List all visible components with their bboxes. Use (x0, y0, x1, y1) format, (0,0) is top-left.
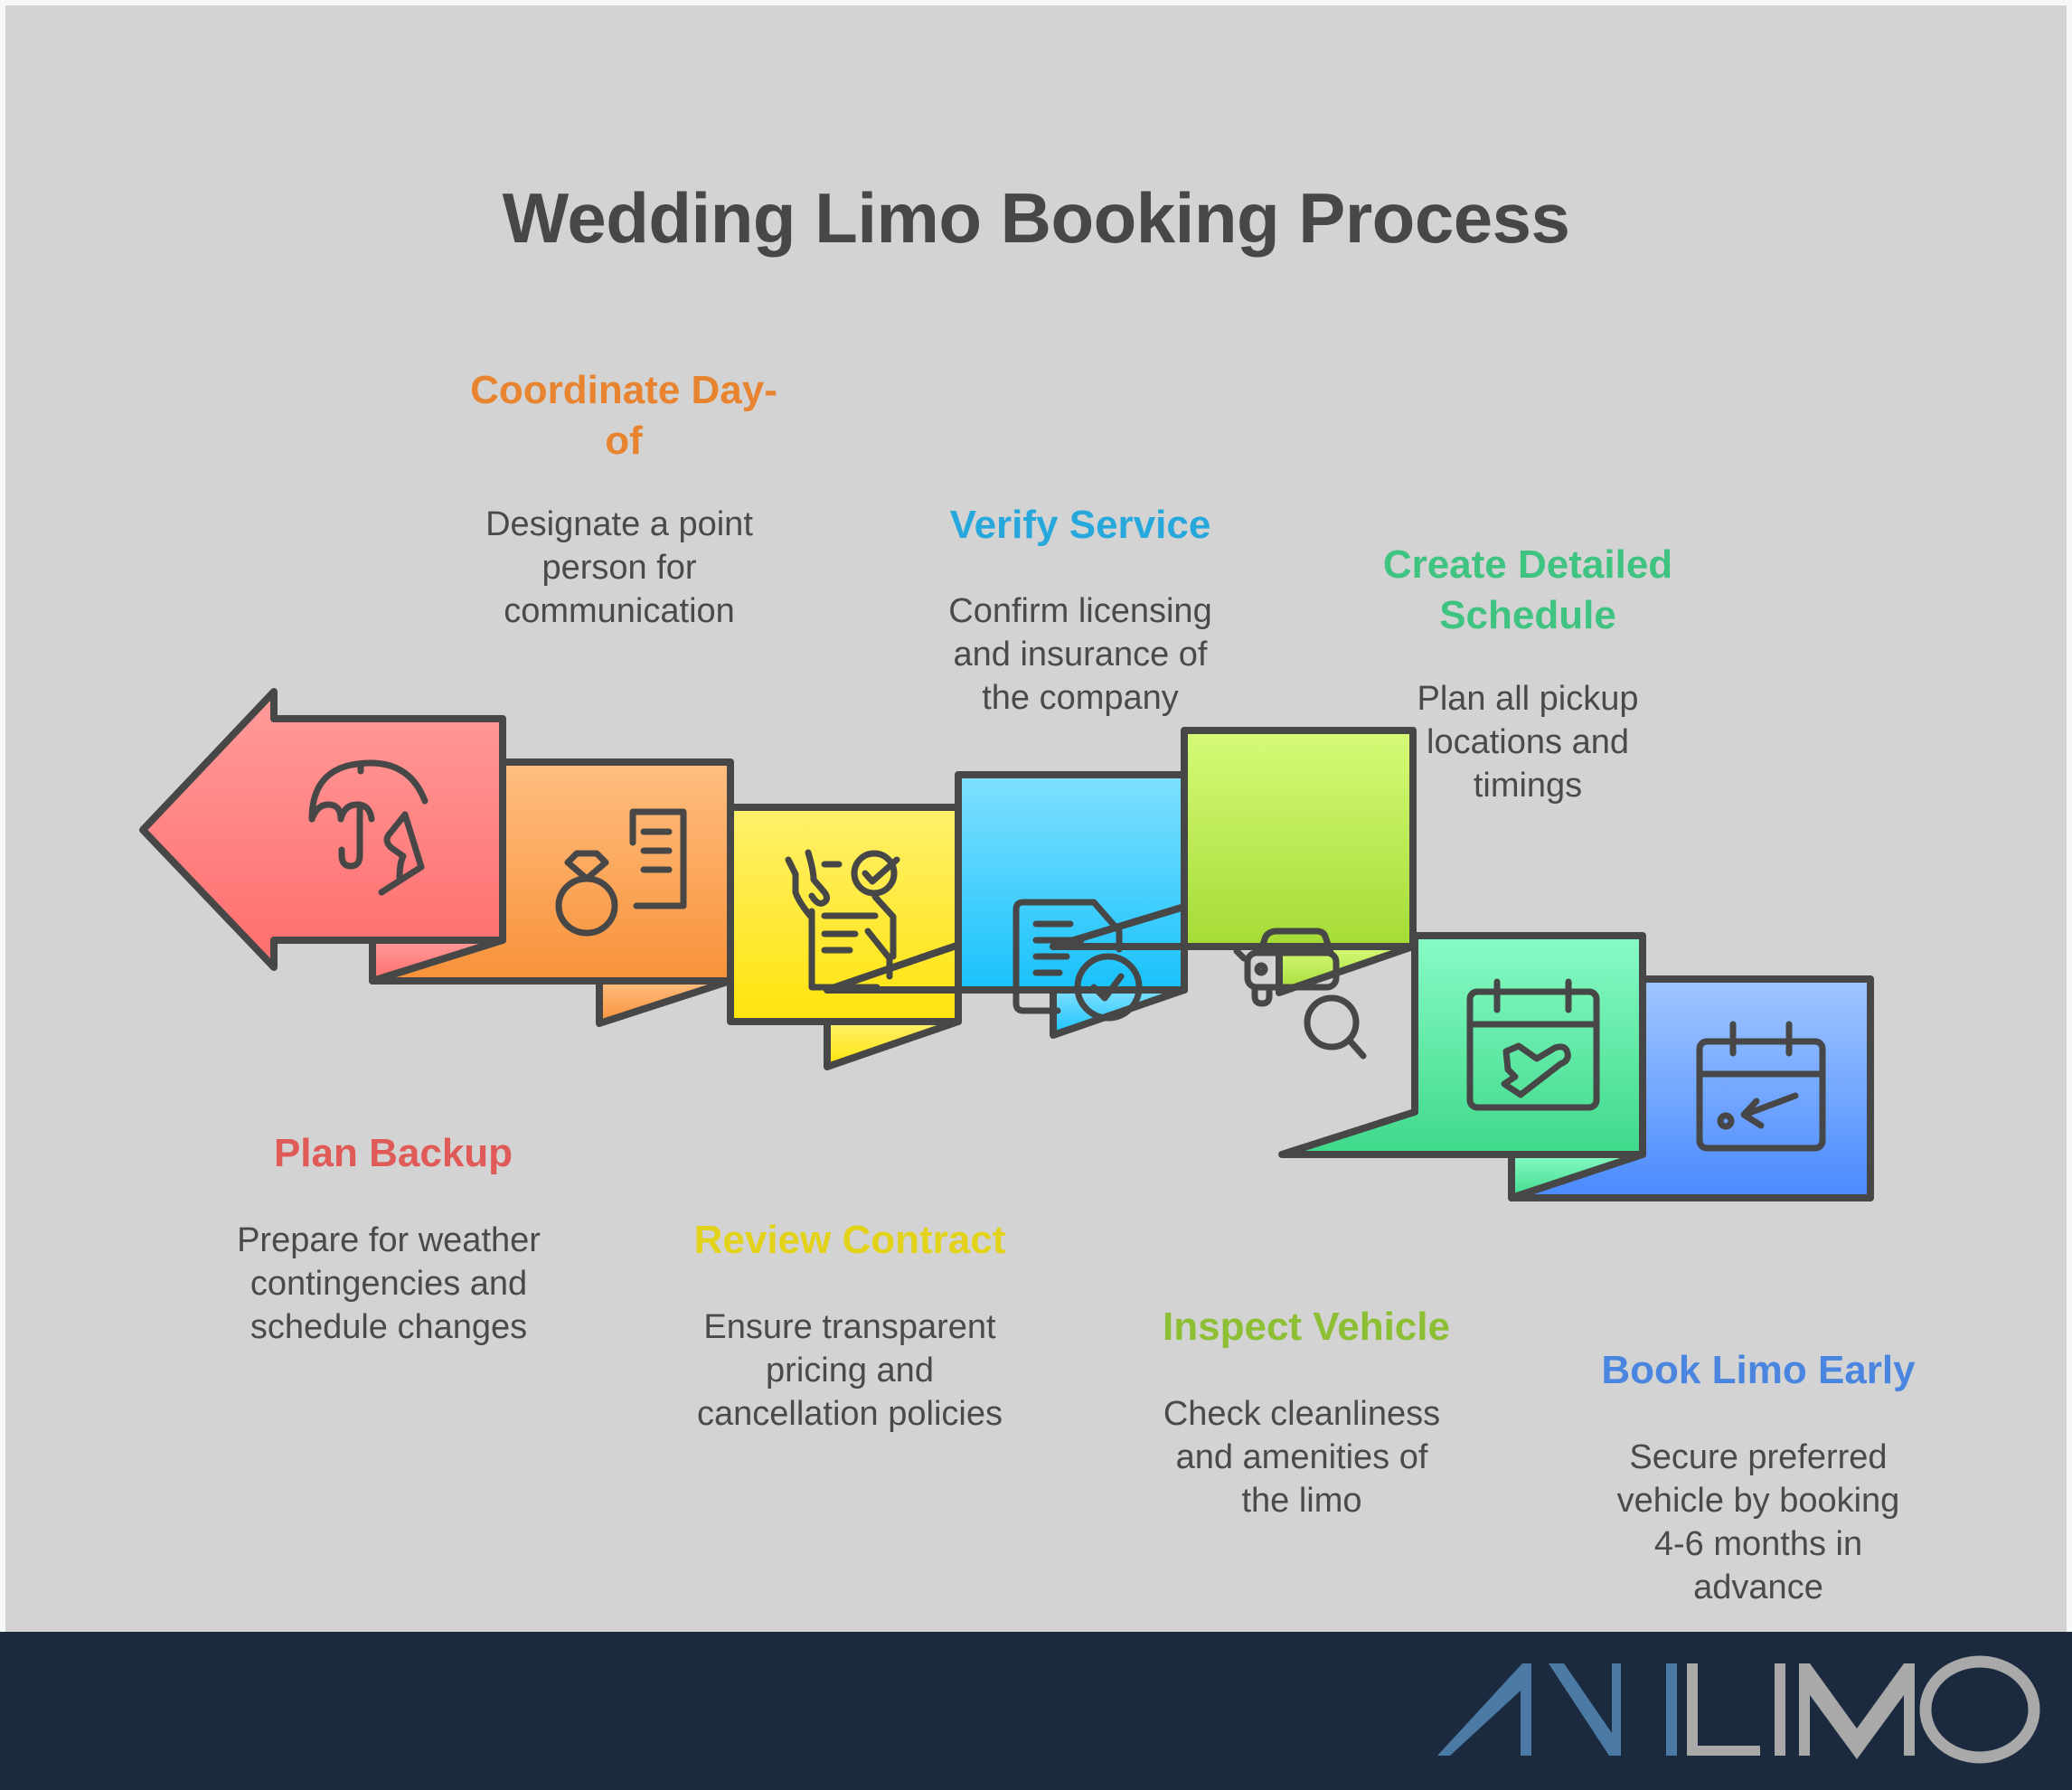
desc-line: vehicle by booking (1616, 1482, 1900, 1520)
page-title: Wedding Limo Booking Process (502, 178, 1570, 258)
calendar-arrival-icon (1696, 1021, 1826, 1152)
title-line: Schedule (1439, 593, 1616, 637)
desc-line: pricing and (766, 1352, 934, 1390)
desc-line: Plan all pickup (1417, 680, 1639, 718)
desc-line: the company (982, 679, 1179, 717)
step-desc-verify-service: Confirm licensing and insurance of the c… (904, 589, 1257, 720)
step-shape-create-detailed-schedule (1278, 932, 1646, 1158)
step-desc-create-detailed-schedule: Plan all pickup locations and timings (1347, 677, 1709, 807)
step-title-review-contract: Review Contract (693, 1218, 1006, 1262)
step-title-book-limo-early: Book Limo Early (1601, 1348, 1916, 1392)
desc-line: advance (1693, 1569, 1823, 1606)
step-desc-coordinate-day-of: Designate a point person for communicati… (425, 503, 814, 633)
step-title-create-detailed-schedule: Create Detailed Schedule (1338, 540, 1718, 641)
desc-line: schedule changes (250, 1308, 528, 1346)
desc-line: the limo (1241, 1482, 1362, 1520)
step-title-inspect-vehicle: Inspect Vehicle (1163, 1305, 1450, 1349)
desc-line: locations and (1427, 723, 1629, 761)
desc-line: timings (1473, 767, 1583, 805)
desc-line: and amenities of (1175, 1438, 1428, 1476)
step-title-verify-service: Verify Service (949, 503, 1211, 547)
ring-document-icon (555, 808, 687, 937)
desc-line: Secure preferred (1629, 1438, 1888, 1476)
desc-line: Check cleanliness (1163, 1395, 1441, 1433)
contract-handshake-icon (785, 849, 900, 991)
desc-line: Prepare for weather (237, 1221, 541, 1259)
step-desc-plan-backup: Prepare for weather contingencies and sc… (199, 1219, 579, 1349)
title-line: Create Detailed (1382, 542, 1673, 587)
desc-line: person for (542, 549, 697, 587)
umbrella-hand-icon (308, 759, 429, 896)
desc-line: Ensure transparent (703, 1308, 996, 1346)
desc-line: Designate a point (485, 505, 753, 543)
step-shape-plan-backup (139, 688, 506, 984)
step-title-plan-backup: Plan Backup (273, 1131, 513, 1175)
desc-line: 4-6 months in (1653, 1525, 1863, 1563)
step-desc-book-limo-early: Secure preferred vehicle by booking 4-6 … (1573, 1436, 1944, 1609)
desc-line: communication (504, 592, 735, 630)
footer-bar (0, 1632, 2072, 1790)
desc-line: contingencies and (250, 1265, 528, 1303)
desc-line: cancellation policies (697, 1395, 1003, 1433)
step-title-coordinate-day-of: Coordinate Day- of (425, 365, 823, 466)
desc-line: and insurance of (953, 636, 1208, 674)
title-line: of (605, 419, 643, 463)
desc-line: Confirm licensing (948, 592, 1212, 630)
step-desc-inspect-vehicle: Check cleanliness and amenities of the l… (1121, 1392, 1483, 1522)
step-desc-review-contract: Ensure transparent pricing and cancellat… (651, 1305, 1049, 1436)
title-line: Coordinate Day- (470, 368, 777, 412)
car-search-icon (1233, 928, 1367, 1060)
calendar-departure-icon (1466, 978, 1600, 1111)
